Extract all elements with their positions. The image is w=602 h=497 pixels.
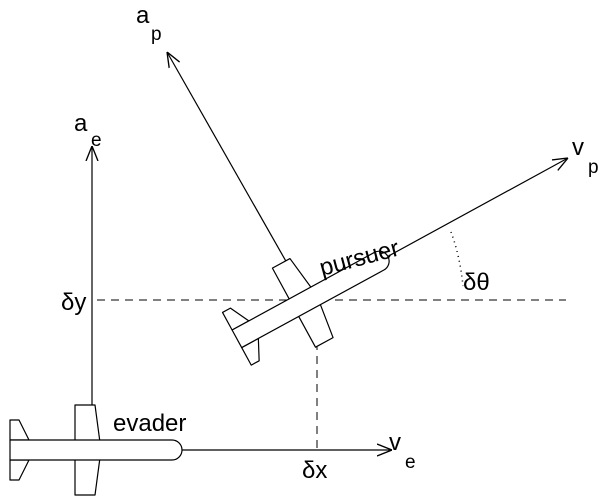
label-evader: evader: [113, 410, 186, 437]
svg-text:a: a: [136, 2, 150, 29]
svg-text:v: v: [572, 134, 584, 161]
svg-text:e: e: [405, 452, 416, 473]
svg-text:a: a: [74, 110, 88, 137]
label-delta-x: δx: [302, 457, 327, 484]
svg-text:e: e: [91, 130, 102, 151]
label-a-p: a p: [136, 2, 162, 45]
svg-text:v: v: [389, 429, 401, 456]
evader-aircraft: [9, 404, 183, 496]
pursuer-acceleration-axis: [167, 52, 309, 301]
svg-text:p: p: [151, 24, 162, 45]
label-delta-y: δy: [61, 289, 86, 316]
label-a-e: a e: [74, 110, 102, 151]
pursuer-aircraft: [221, 250, 390, 366]
label-v-e: v e: [389, 429, 416, 473]
delta-theta-arc: [450, 231, 464, 287]
svg-text:p: p: [588, 157, 599, 178]
label-v-p: v p: [572, 134, 599, 178]
label-delta-theta: δθ: [463, 269, 490, 296]
